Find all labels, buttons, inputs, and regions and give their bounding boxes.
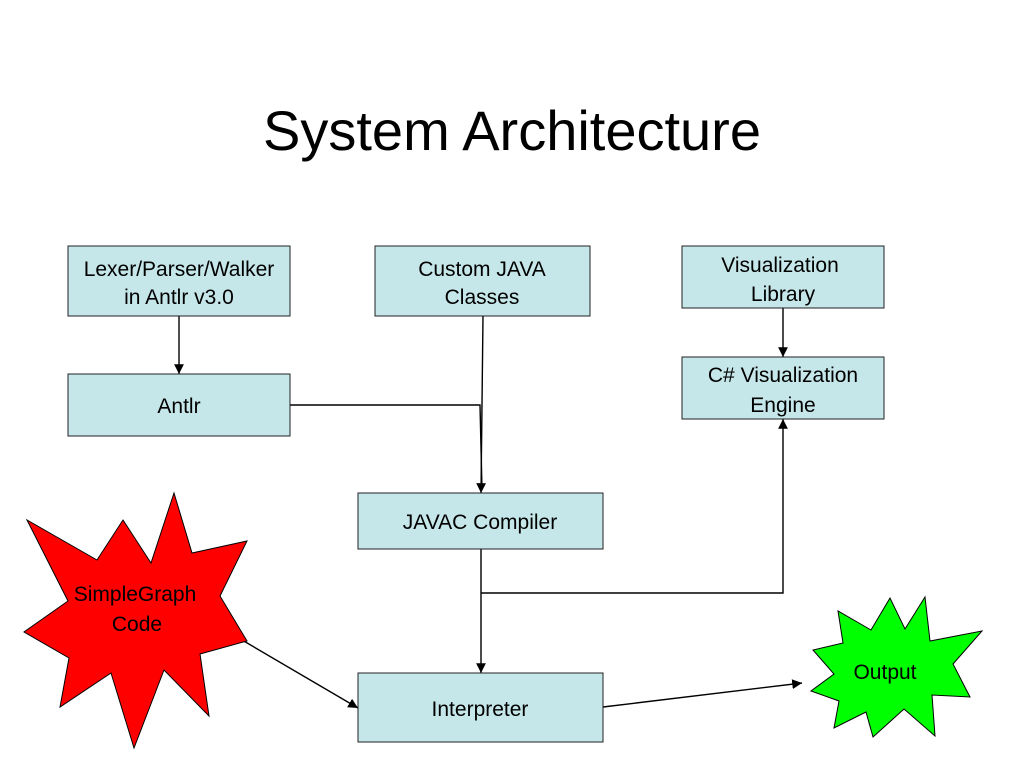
node-lexer-parser-walker: Lexer/Parser/Walker in Antlr v3.0 xyxy=(67,245,291,317)
explosion-shape xyxy=(809,595,984,738)
node-interpreter: Interpreter xyxy=(357,672,604,743)
node-output: Output xyxy=(809,595,984,738)
node-javac-compiler: JAVAC Compiler xyxy=(357,492,604,550)
edge-antlr-to-javac xyxy=(290,404,483,491)
node-simplegraph-code: SimpleGraph Code xyxy=(23,491,248,750)
edge-javac-to-engine xyxy=(481,419,788,594)
explosion-shape xyxy=(23,491,248,750)
node-label: SimpleGraph xyxy=(74,583,197,606)
node-label: Code xyxy=(112,613,162,636)
node-label: in Antlr v3.0 xyxy=(124,286,234,309)
node-label: Interpreter xyxy=(432,698,529,721)
edge-interpreter-to-output xyxy=(602,679,803,708)
page-title: System Architecture xyxy=(263,99,761,162)
node-csharp-visualization-engine: C# Visualization Engine xyxy=(681,356,885,420)
edge-simplegraph-to-interpreter xyxy=(241,639,359,709)
node-label: Antlr xyxy=(157,395,200,418)
node-custom-java-classes: Custom JAVA Classes xyxy=(374,245,591,317)
node-label: Engine xyxy=(750,394,815,417)
node-label: Classes xyxy=(445,286,520,309)
node-label: C# Visualization xyxy=(708,364,858,387)
node-antlr: Antlr xyxy=(67,373,291,437)
node-label: Custom JAVA xyxy=(418,258,546,281)
node-label: Lexer/Parser/Walker xyxy=(84,258,275,281)
node-label: Visualization xyxy=(721,254,839,277)
node-label: Library xyxy=(751,283,816,306)
node-visualization-library: Visualization Library xyxy=(681,245,885,309)
node-label: JAVAC Compiler xyxy=(403,511,557,534)
node-label: Output xyxy=(853,661,916,684)
